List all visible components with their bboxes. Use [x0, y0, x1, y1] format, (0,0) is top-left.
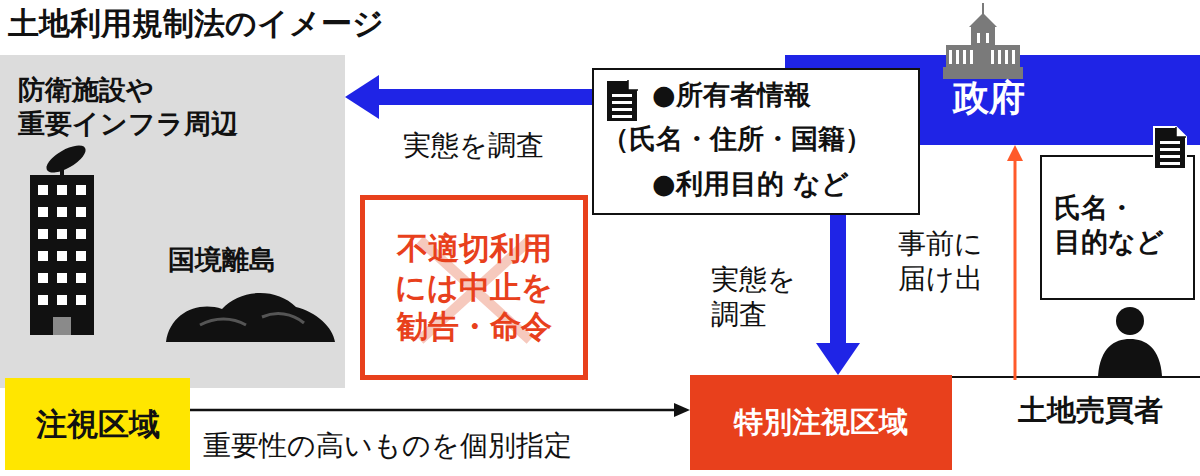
arrow-shaft [190, 409, 675, 412]
node-text: （氏名・住所・国籍） [602, 122, 872, 156]
document-line [1160, 148, 1180, 151]
antenna-mast [60, 163, 64, 177]
arrow-head [816, 343, 860, 375]
connector-arrow [345, 75, 592, 119]
window [38, 207, 48, 217]
window [38, 229, 48, 239]
window [38, 273, 48, 283]
document-icon [1152, 125, 1188, 171]
special-watch-zone: 特別注視区域 [690, 375, 952, 470]
document-line [612, 94, 632, 97]
door [53, 317, 71, 335]
window [76, 229, 86, 239]
island [166, 293, 335, 342]
connector-arrow [816, 215, 860, 375]
node-text: 政府 [953, 75, 1025, 120]
document-line [1160, 155, 1180, 158]
window [57, 273, 67, 283]
window [57, 229, 67, 239]
tower-window [977, 33, 980, 43]
edge-label: 事前に 届け出 [895, 226, 1005, 296]
node-text: 国境離島 [168, 243, 318, 277]
node-text: 不適切利用 には中止を 勧告・命令 [387, 229, 562, 345]
column-gap [956, 50, 959, 64]
column-gap [998, 50, 1001, 64]
window [76, 185, 86, 195]
diagram-title: 土地利用規制法のイメージ [8, 4, 384, 43]
document-page [606, 80, 638, 122]
notice-box: 氏名・ 目的など [1040, 155, 1195, 300]
column-gap [991, 50, 994, 64]
document-box: ●所有者情報 （氏名・住所・国籍） ●利用目的 など [592, 68, 920, 215]
arrow-shaft [1014, 160, 1017, 380]
diet-building-icon [943, 3, 1023, 81]
land-trader: 土地売買者 [985, 380, 1195, 440]
document-line [612, 101, 632, 104]
building [30, 175, 94, 335]
window [76, 273, 86, 283]
connector-arrow [190, 403, 690, 417]
window [38, 295, 48, 305]
edge-label: 実態を 調査 [708, 262, 812, 332]
document-icon [604, 78, 640, 124]
watch-zone: 注視区域 [5, 378, 190, 470]
column-gap [963, 50, 966, 64]
document-page [1154, 127, 1186, 169]
arrow-head [345, 75, 379, 119]
document-line [1160, 162, 1180, 165]
document-fold [628, 80, 638, 90]
warning-box: 不適切利用 には中止を 勧告・命令 [360, 195, 588, 380]
window [76, 207, 86, 217]
window [38, 251, 48, 261]
column-gap [1012, 50, 1015, 64]
document-line [612, 115, 632, 118]
antenna-dish [42, 140, 89, 178]
document-line [612, 108, 632, 111]
arrow-shaft [830, 215, 846, 344]
arrow-shaft [378, 89, 592, 105]
node-text: 氏名・ 目的など [1054, 191, 1179, 259]
window [38, 185, 48, 195]
island-ridge [200, 314, 304, 325]
arrow-head [674, 403, 690, 417]
document-line [1160, 141, 1180, 144]
roof [969, 13, 997, 27]
wings [946, 45, 1020, 67]
column-gap [970, 50, 973, 64]
node-text: ●利用目的 など [652, 167, 849, 201]
edge-label: 重要性の高いものを個別指定 [200, 428, 686, 463]
node-text: 注視区域 [36, 405, 160, 444]
node-text: ●所有者情報 [652, 78, 811, 112]
column-gap [949, 50, 952, 64]
person-head [1116, 307, 1144, 335]
document-fold [1176, 127, 1186, 137]
column-gap [1005, 50, 1008, 64]
node-text: 防衛施設や 重要インフラ周辺 [18, 73, 278, 141]
window [57, 207, 67, 217]
window [57, 185, 67, 195]
area-panel: 防衛施設や 重要インフラ周辺国境離島 [0, 55, 345, 388]
ground-line [952, 376, 1200, 378]
arrow-head [1007, 145, 1023, 161]
node-text: 特別注視区域 [734, 404, 908, 440]
connector-arrow [1007, 145, 1023, 380]
window [76, 251, 86, 261]
node-text: 土地売買者 [1018, 392, 1163, 428]
edge-label: 実態を調査 [400, 128, 576, 163]
window [57, 295, 67, 305]
window [76, 295, 86, 305]
person-body [1098, 339, 1162, 376]
tower-window [986, 33, 989, 43]
window [57, 251, 67, 261]
